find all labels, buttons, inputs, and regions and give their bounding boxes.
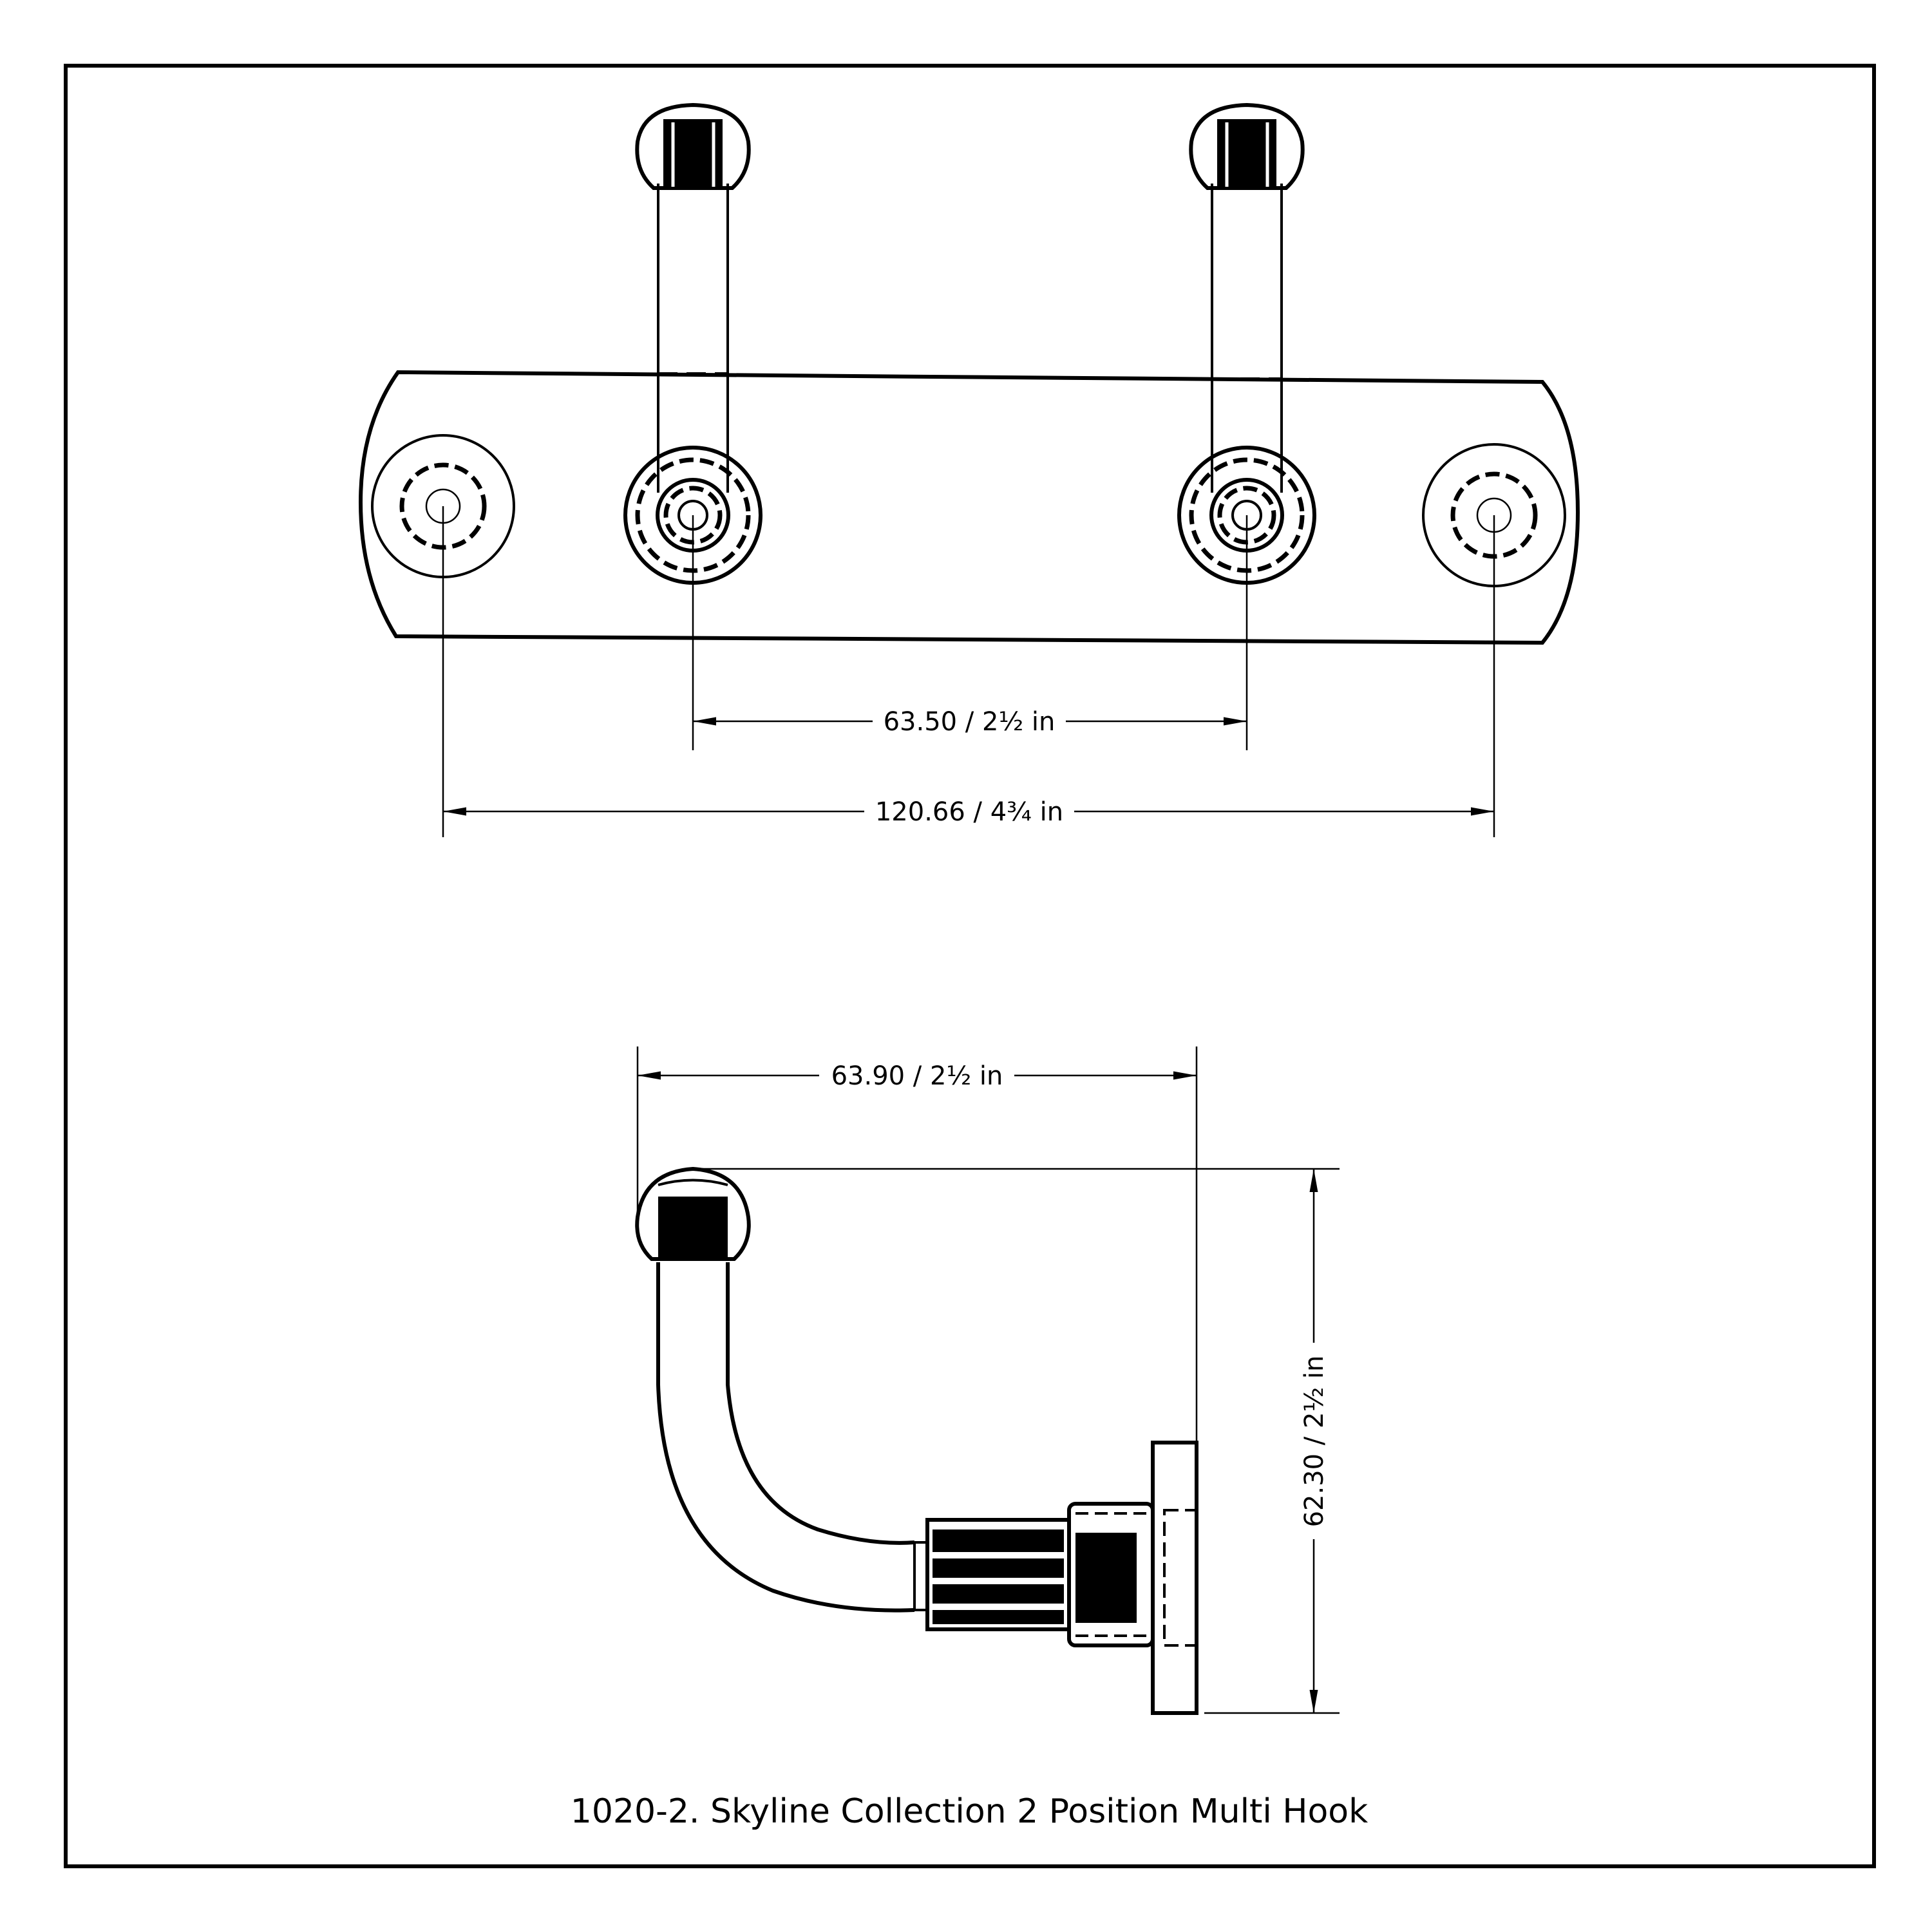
hook-ball-2 <box>1189 102 1305 190</box>
mount-flange <box>1151 1441 1198 1715</box>
side-hook-arm <box>656 1262 915 1613</box>
dim-mount-spacing: 120.66 / 4¾ in <box>875 797 1063 827</box>
back-plate <box>358 370 1580 645</box>
top-view: 63.50 / 2½ in 120.66 / 4¾ in <box>358 102 1580 837</box>
drawing-border <box>64 64 1876 1868</box>
drawing-title: 1020-2. Skyline Collection 2 Position Mu… <box>571 1792 1368 1831</box>
hook-ball-1 <box>635 102 751 190</box>
side-view: 63.90 / 2½ in 62.30 / 2½ in <box>635 1046 1340 1715</box>
dim-projection: 63.90 / 2½ in <box>831 1061 1003 1091</box>
dim-hook-spacing: 63.50 / 2½ in <box>884 707 1056 737</box>
hook-arm-2 <box>1177 102 1316 585</box>
dim-height: 62.30 / 2½ in <box>1300 1356 1329 1528</box>
hook-arm-1 <box>623 102 762 585</box>
